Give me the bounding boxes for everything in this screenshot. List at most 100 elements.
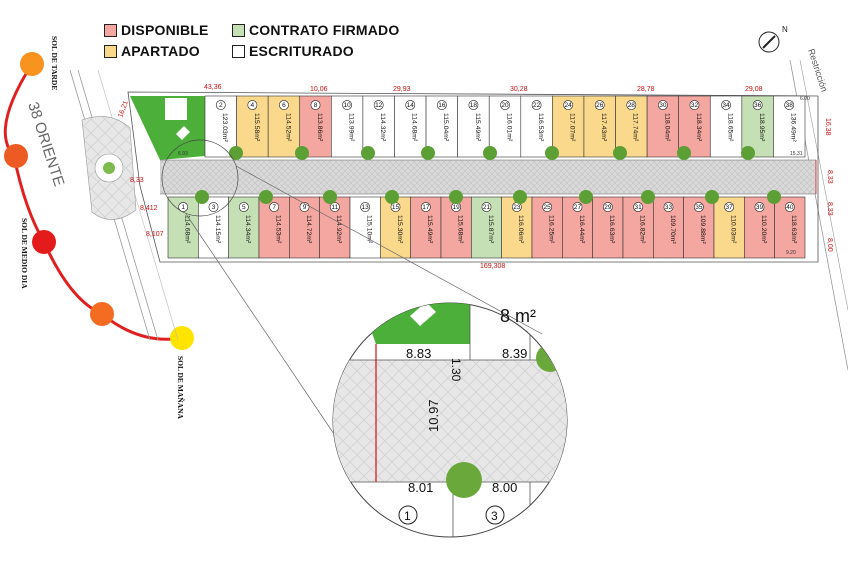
tree-icon <box>385 190 399 204</box>
tree-icon <box>677 146 691 160</box>
lot-number-circle <box>373 100 384 110</box>
lot-number: 21 <box>483 204 491 211</box>
lot-shape[interactable] <box>488 95 522 158</box>
lot-area: 118.04m² <box>663 113 670 142</box>
tree-icon <box>103 162 115 174</box>
lot-number: 26 <box>596 102 604 109</box>
lot-2[interactable]: 2 123.03m² <box>204 95 237 158</box>
lot-number: 31 <box>635 204 643 211</box>
tree-icon <box>513 190 527 204</box>
dimension-labels: 43,36 10,06 29,93 30,28 28,78 29,08 16,2… <box>117 84 833 270</box>
lot-area: 114.15m² <box>214 215 221 244</box>
compass-letter: N <box>782 25 788 34</box>
lot-dim: 6.93 <box>178 151 188 157</box>
lot-13[interactable]: 13 115.10m² <box>349 196 381 259</box>
lot-number-circle <box>693 202 704 212</box>
lot-number: 30 <box>659 102 667 109</box>
tree-icon <box>229 146 243 160</box>
lot-number: 2 <box>219 102 223 109</box>
lot-area: 116.53m² <box>537 113 544 142</box>
zoom-road <box>333 360 567 482</box>
lot-area: 115.58m² <box>253 113 260 142</box>
internal-road <box>160 160 816 194</box>
lot-number: 19 <box>453 204 461 211</box>
dim-top-5: 28,78 <box>637 86 655 93</box>
lot-area: 114.92m² <box>335 215 342 244</box>
lot-area: 115.10m² <box>366 215 373 244</box>
lot-area: 118.95m² <box>758 113 765 142</box>
lot-number-circle <box>531 100 542 110</box>
lot-30[interactable]: 30 118.04m² <box>646 95 679 158</box>
lot-number: 38 <box>786 102 794 109</box>
lot-area: 118.65m² <box>726 113 733 142</box>
compass: N <box>758 25 788 53</box>
lot-number-circle <box>269 202 280 212</box>
zoom-lot-number: 3 <box>491 509 498 523</box>
dim-side-7: 8,33 <box>826 202 833 216</box>
lot-number: 22 <box>533 102 541 109</box>
dim-side-2: 8,33 <box>130 177 144 184</box>
lot-22[interactable]: 22 116.53m² <box>520 95 553 158</box>
lot-number: 13 <box>362 204 370 211</box>
dim-top-1: 43,36 <box>204 84 222 91</box>
lot-number: 1 <box>181 204 185 211</box>
lot-number-circle <box>784 100 795 110</box>
lot-area: 123.03m² <box>221 113 228 142</box>
tree-icon <box>323 190 337 204</box>
lot-number-circle <box>563 100 574 110</box>
zoom-detail: 8 m² 8.83 8.39 1.30 10.97 8.01 8.00 1 3 <box>332 302 568 538</box>
lot-area: 116.25m² <box>548 215 555 244</box>
lot-number-circle <box>754 202 765 212</box>
dim-side-8: 8,00 <box>826 238 833 252</box>
tree-icon <box>536 344 564 372</box>
lot-number: 16 <box>438 102 446 109</box>
dim-side-3: 8,412 <box>140 205 158 212</box>
sun-late-icon <box>4 144 28 168</box>
dim-bottom-1: 169,308 <box>480 263 505 270</box>
lot-number-circle <box>436 100 447 110</box>
top-lots-row: 2123.03m²4115.58m²6114.52m²8113.86m²1011… <box>204 95 806 158</box>
lot-number-circle <box>238 202 249 212</box>
lot-area: 118.34m² <box>695 113 702 142</box>
lot-number: 17 <box>422 204 430 211</box>
lot-number: 8 <box>314 102 318 109</box>
zoom-dim: 8.00 <box>492 480 517 495</box>
lot-number: 27 <box>574 204 582 211</box>
lot-number: 23 <box>513 204 521 211</box>
